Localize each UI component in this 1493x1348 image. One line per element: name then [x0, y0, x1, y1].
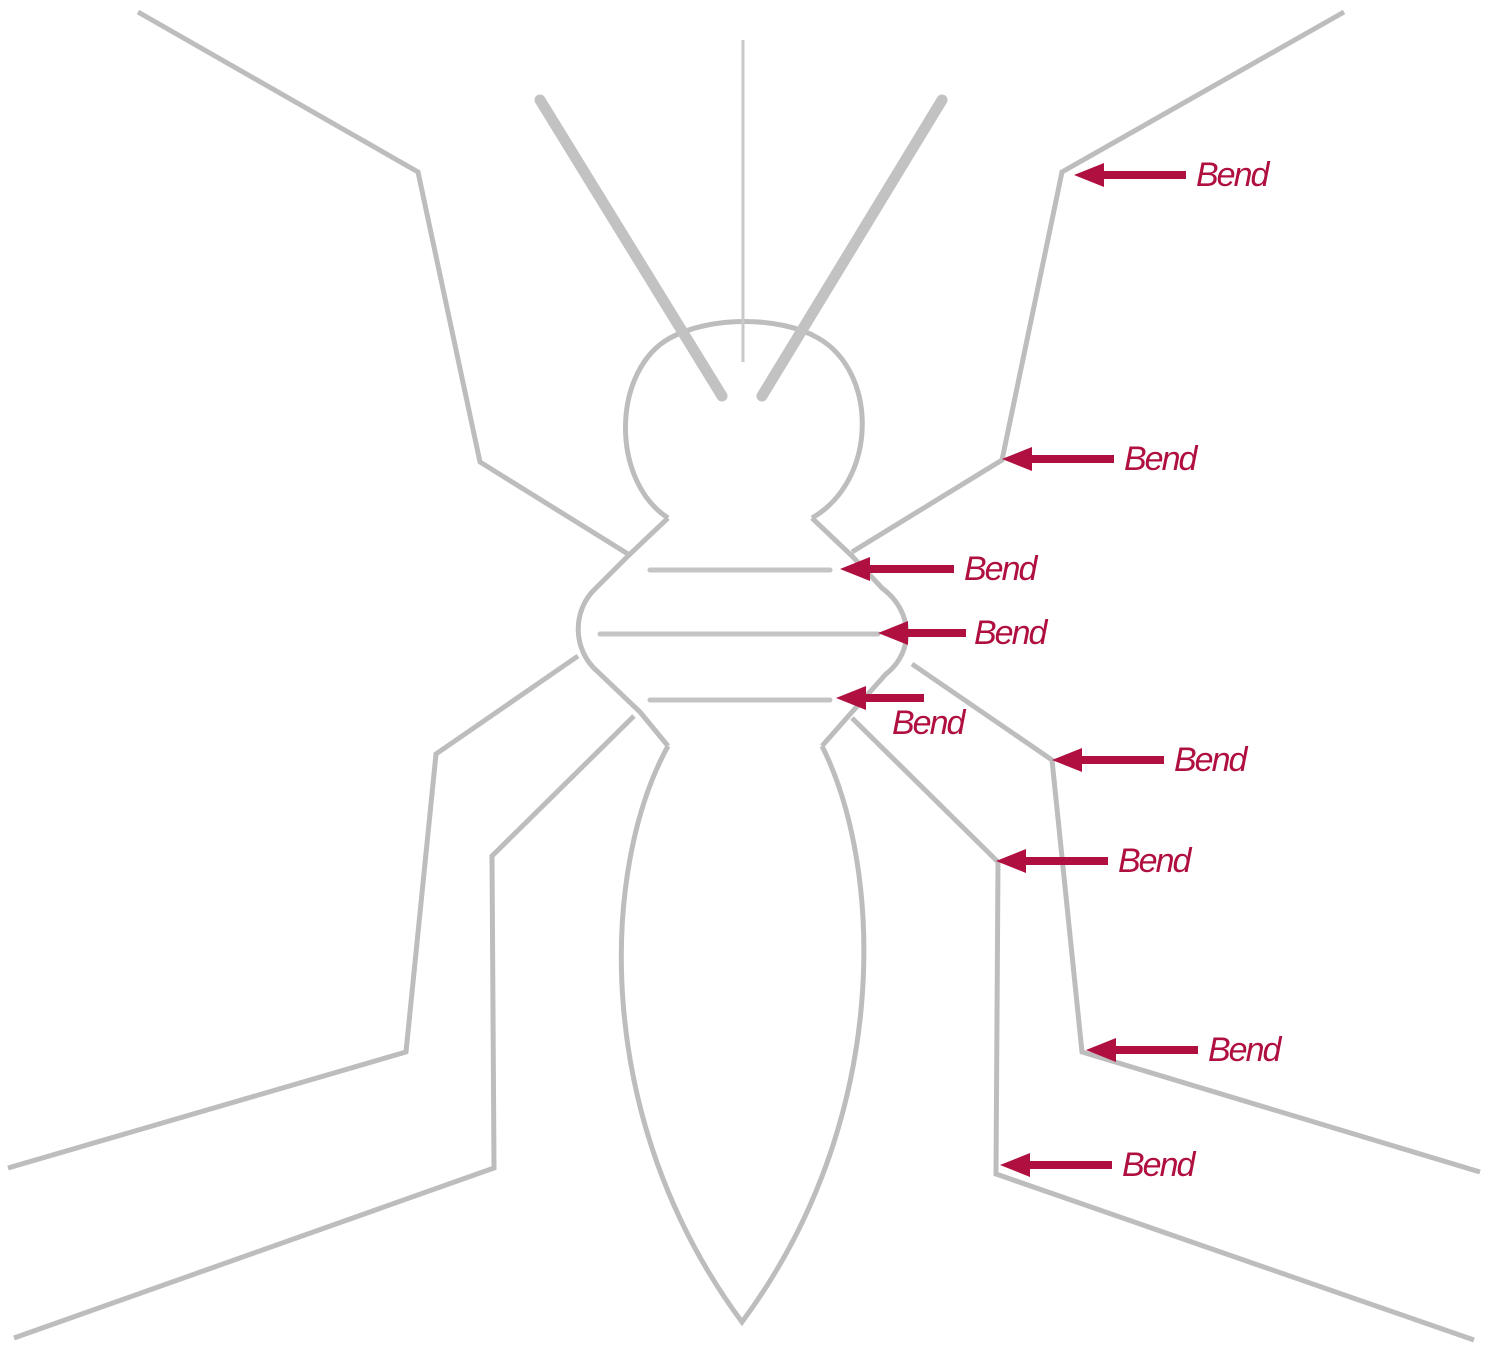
front-right-leg — [852, 12, 1344, 552]
body-outline — [578, 322, 906, 1323]
bend-arrowhead-9 — [1000, 1153, 1030, 1177]
hind-left-leg — [14, 716, 634, 1338]
bend-arrowhead-5 — [836, 686, 866, 710]
bend-arrowhead-4 — [878, 621, 908, 645]
left-antenna — [540, 100, 722, 396]
head-appendages — [540, 40, 942, 396]
bend-arrowhead-1 — [1074, 163, 1104, 187]
bend-annotation-5: Bend — [836, 686, 966, 742]
bend-label-5: Bend — [892, 704, 966, 742]
bend-arrowhead-6 — [1052, 748, 1082, 772]
bend-annotation-9: Bend — [1000, 1146, 1196, 1184]
bend-arrowhead-7 — [996, 849, 1026, 873]
bend-label-1: Bend — [1196, 156, 1270, 194]
bend-annotation-2: Bend — [1002, 440, 1198, 478]
hind-right-leg — [852, 718, 1474, 1340]
bend-annotation-1: Bend — [1074, 156, 1270, 194]
bend-label-2: Bend — [1124, 440, 1198, 478]
bend-annotation-6: Bend — [1052, 741, 1248, 779]
bend-label-8: Bend — [1208, 1031, 1282, 1069]
bend-label-9: Bend — [1122, 1146, 1196, 1184]
bend-annotations: Bend Bend Bend Bend Bend Bend — [836, 156, 1282, 1184]
bend-label-6: Bend — [1174, 741, 1248, 779]
bend-label-4: Bend — [974, 614, 1048, 652]
bend-annotation-7: Bend — [996, 842, 1192, 880]
bend-label-3: Bend — [964, 550, 1038, 588]
right-antenna — [762, 100, 942, 396]
front-left-leg — [138, 12, 628, 554]
bend-annotation-3: Bend — [840, 550, 1038, 588]
bend-label-7: Bend — [1118, 842, 1192, 880]
thorax-fold-lines — [600, 570, 878, 700]
abdomen-outline — [621, 746, 864, 1322]
